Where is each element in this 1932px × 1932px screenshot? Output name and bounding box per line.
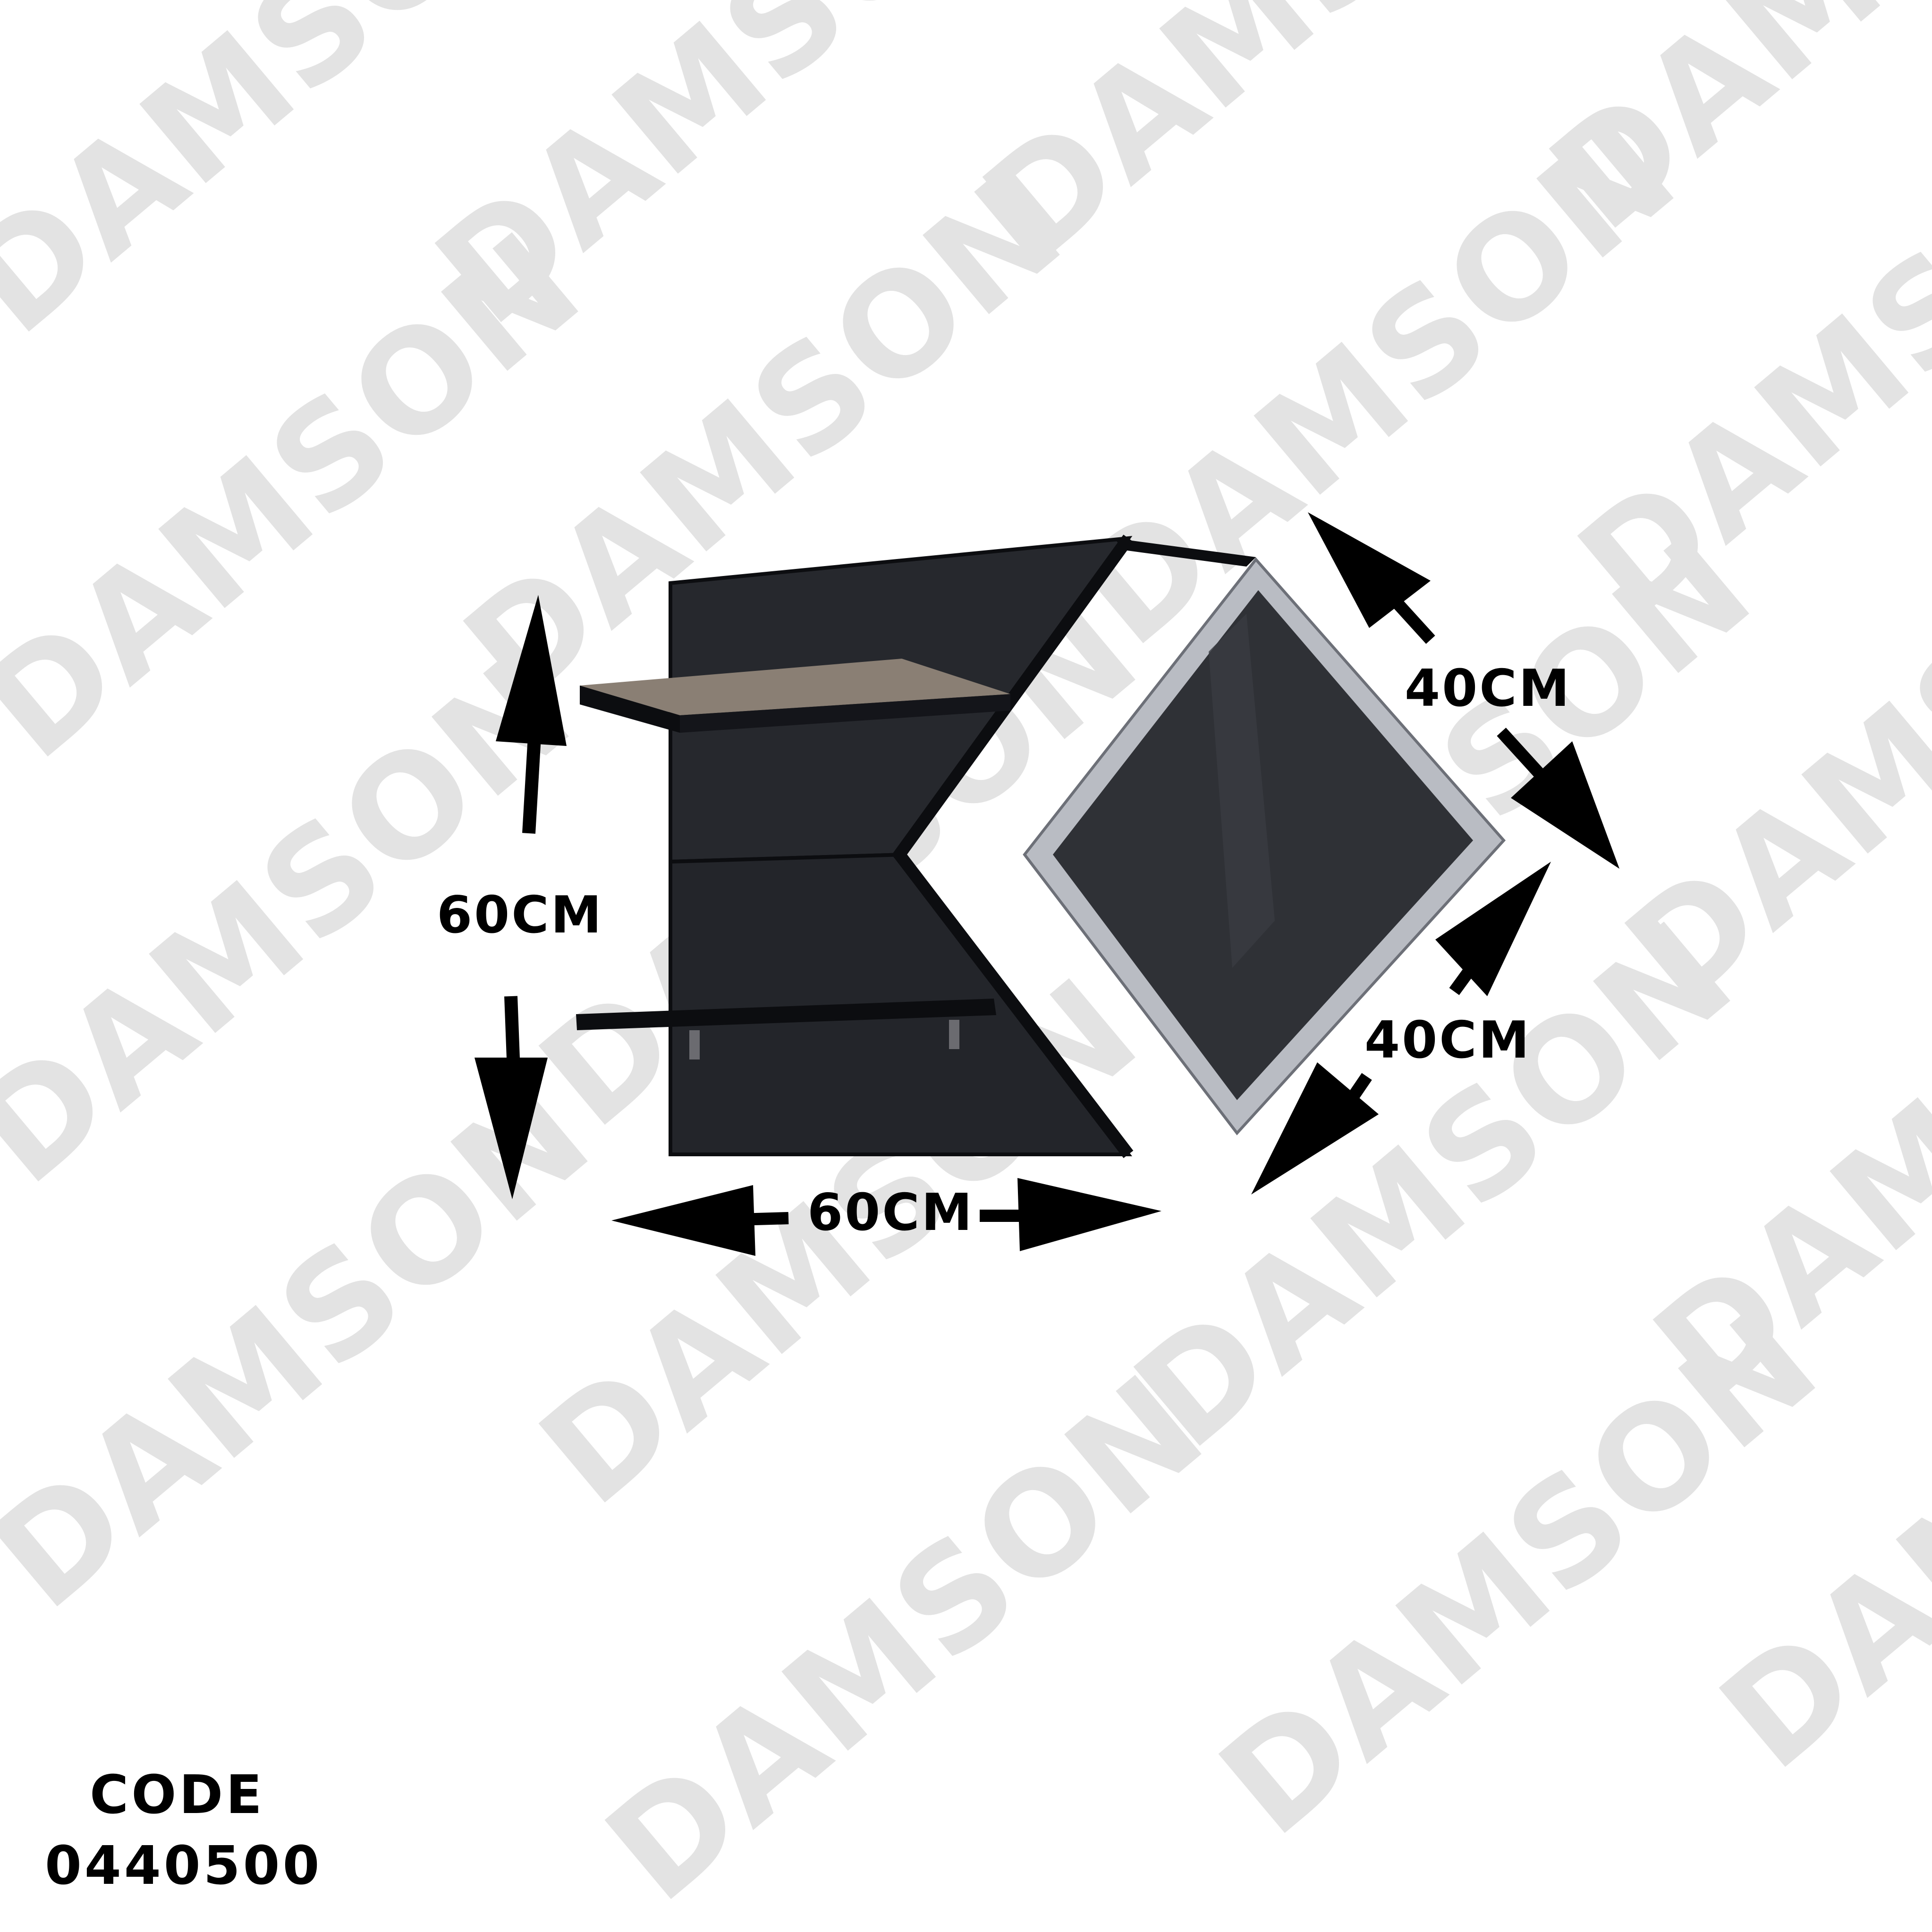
mirror-bottom-arrow-b-head bbox=[1251, 1062, 1379, 1195]
width-dimension-label: 60CM bbox=[807, 1183, 974, 1242]
wall-shelf-unit bbox=[576, 534, 1256, 1158]
width-arrow-right-head bbox=[1017, 1178, 1161, 1251]
lower-shelf bbox=[576, 999, 996, 1030]
height-arrow-down-head bbox=[475, 1058, 548, 1199]
product-code-value: 0440500 bbox=[45, 1835, 322, 1897]
panel-chevron-edge bbox=[891, 534, 1134, 1158]
shelf-bracket bbox=[689, 1030, 700, 1059]
mirror-top-dimension-label: 40CM bbox=[1405, 659, 1571, 718]
dimension-arrows bbox=[475, 512, 1619, 1256]
upper-shelf-top bbox=[580, 659, 1010, 715]
height-arrow-up-head bbox=[496, 595, 567, 746]
upper-shelf-front bbox=[580, 686, 680, 733]
mirror-top-arrow-a-head bbox=[1308, 512, 1431, 628]
mirror-bottom-arrow-a-head bbox=[1435, 862, 1551, 996]
mirror-reflection bbox=[1209, 614, 1275, 968]
panel-top-edge bbox=[1114, 538, 1256, 567]
upper-shelf-edge bbox=[680, 694, 1010, 733]
mirror-top-arrow-b-head bbox=[1511, 741, 1619, 869]
shelf-bracket bbox=[949, 1020, 959, 1049]
width-arrow-left-head bbox=[611, 1185, 755, 1256]
product-code-label: CODE bbox=[90, 1764, 265, 1826]
height-dimension-label: 60CM bbox=[437, 886, 603, 945]
diamond-mirror bbox=[1023, 557, 1506, 1135]
mirror-bottom-dimension-label: 40CM bbox=[1364, 1011, 1531, 1070]
